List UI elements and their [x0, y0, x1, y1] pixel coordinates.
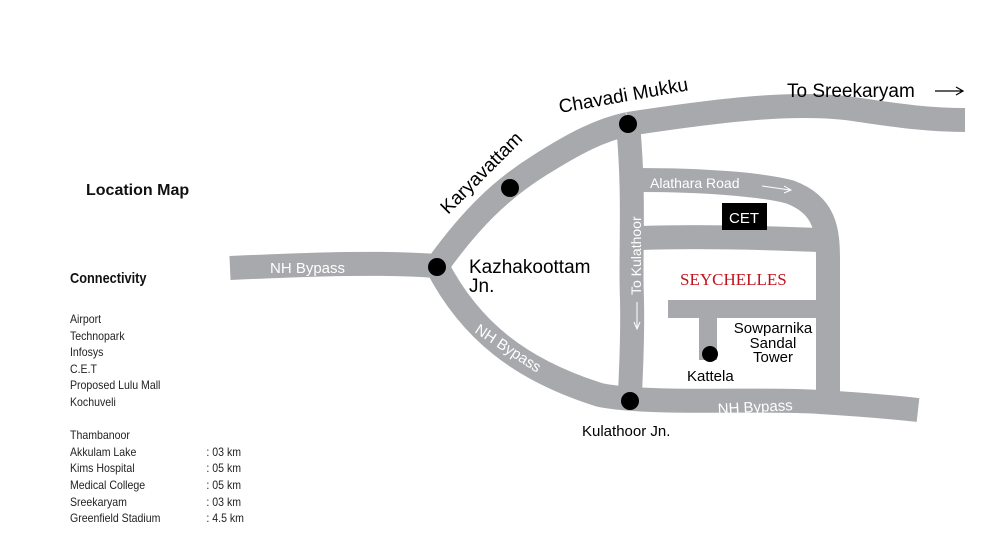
junction-karyavattam — [501, 179, 519, 197]
arrow-down-icon — [633, 302, 641, 331]
label-kattela: Kattela — [687, 368, 734, 385]
road-nh-bypass-west — [229, 251, 438, 280]
label-to-sreekaryam: To Sreekaryam — [787, 81, 915, 102]
place-distance: : 05 km — [206, 477, 242, 492]
connectivity-list: Airport Technopark Infosys C.E.T Propose… — [70, 311, 244, 527]
road-to-kulathoor — [616, 122, 645, 401]
place-distance: : 03 km — [206, 444, 242, 459]
label-kazhakoottam-jn: Jn. — [469, 276, 494, 297]
page-title: Location Map — [86, 182, 190, 199]
label-nh-bypass-west: NH Bypass — [270, 260, 345, 277]
connectivity-heading: Connectivity — [70, 270, 147, 287]
place-name: Greenfield Stadium — [70, 511, 161, 526]
list-item: Kims Hospital : 05 km — [70, 460, 244, 477]
label-kulathoor-jn: Kulathoor Jn. — [582, 423, 670, 440]
place-name: Sreekaryam — [70, 494, 127, 509]
road-middle — [639, 225, 821, 252]
cet-marker — [722, 203, 767, 230]
list-item: Akkulam Lake : 03 km — [70, 444, 244, 461]
label-cet: CET — [729, 210, 759, 227]
arrow-right-icon — [761, 185, 793, 194]
list-item: Infosys — [70, 345, 104, 360]
list-item: Technopark — [70, 328, 125, 343]
seychelles-logo: SEYCHELLES — [680, 270, 787, 289]
label-alathara-road: Alathara Road — [650, 175, 740, 191]
list-item: Greenfield Stadium : 4.5 km — [70, 510, 244, 527]
label-tower: Tower — [753, 349, 793, 366]
list-item: Kochuveli — [70, 394, 116, 409]
junction-kulathoor — [621, 392, 639, 410]
junction-kattela — [702, 346, 718, 362]
label-kazhakoottam: Kazhakoottam — [469, 257, 590, 278]
place-distance: : 05 km — [206, 461, 242, 476]
label-to-kulathoor: To Kulathoor — [628, 216, 644, 295]
place-name: Medical College — [70, 477, 146, 492]
list-item: Proposed Lulu Mall — [70, 378, 161, 393]
place-distance: : 03 km — [206, 494, 242, 509]
place-name: Akkulam Lake — [70, 444, 137, 459]
list-item: Sreekaryam : 03 km — [70, 494, 244, 511]
arrow-right-icon — [935, 86, 965, 96]
place-distance: : 4.5 km — [206, 511, 244, 526]
place-name: Thambanoor — [70, 428, 130, 443]
road-nh-bypass-south — [426, 260, 920, 422]
road-karyavattam — [427, 112, 631, 273]
label-nh-bypass-south: NH Bypass — [717, 397, 793, 418]
label-sowparnika: Sowparnika — [734, 320, 813, 337]
place-name: Kims Hospital — [70, 461, 135, 476]
label-nh-bypass-diagonal: NH Bypass — [472, 321, 544, 376]
list-item: Thambanoor — [70, 427, 244, 444]
road-alathara — [637, 168, 840, 398]
label-sandal: Sandal — [750, 335, 797, 352]
list-item: Airport — [70, 312, 102, 326]
list-item: C.E.T — [70, 361, 97, 376]
junction-chavadi-mukku — [619, 115, 637, 133]
road-to-sreekaryam — [626, 93, 966, 136]
junction-kazhakoottam — [428, 258, 446, 276]
list-item: Medical College : 05 km — [70, 477, 244, 494]
